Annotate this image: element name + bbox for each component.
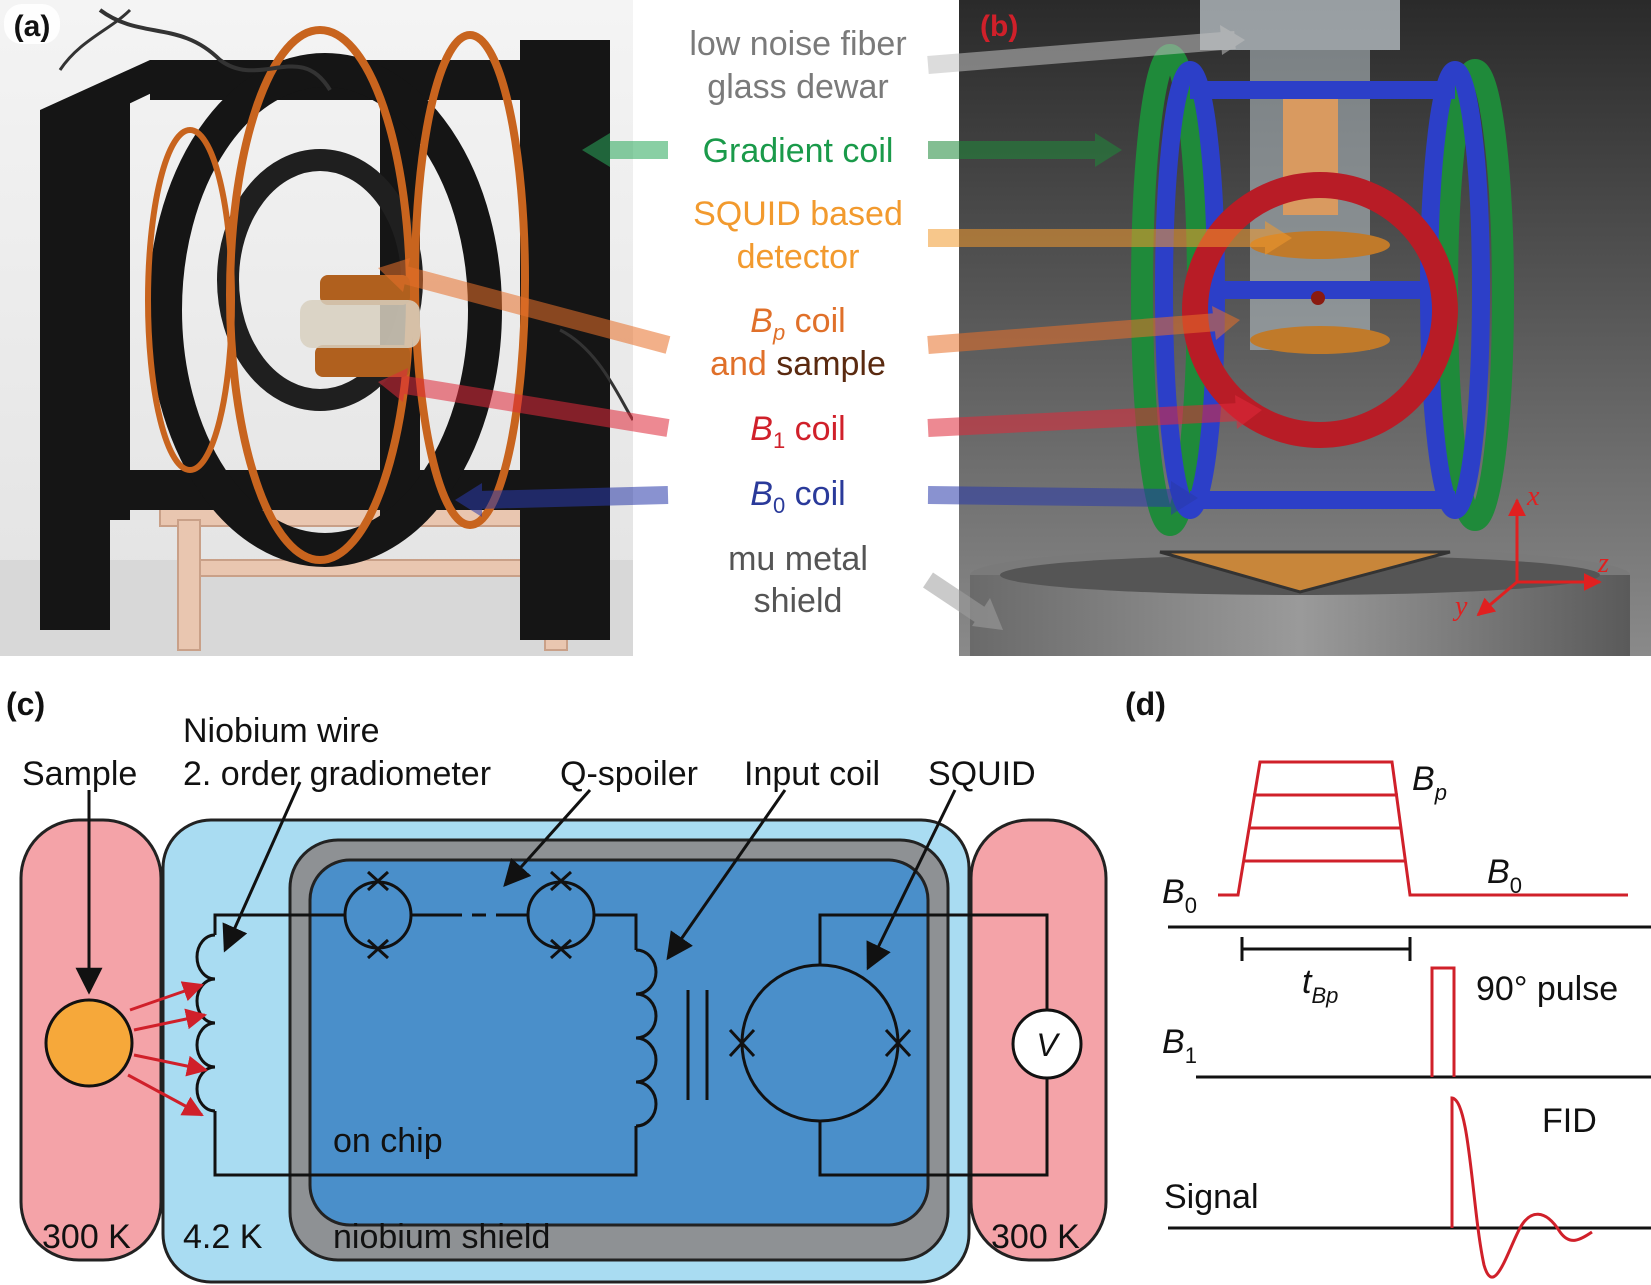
signal-label: Signal bbox=[1164, 1178, 1259, 1216]
axis-x-label: x bbox=[1526, 481, 1540, 512]
input-coil-label: Input coil bbox=[744, 755, 880, 793]
voltmeter-label: V bbox=[1036, 1027, 1060, 1063]
qspoiler-label: Q-spoiler bbox=[560, 755, 698, 793]
circuit-wires bbox=[195, 880, 1083, 1177]
dewar-label-line1: low noise fiber bbox=[689, 25, 906, 63]
temp-mid-label: 4.2 K bbox=[183, 1218, 263, 1256]
fid-label: FID bbox=[1542, 1102, 1597, 1140]
b0-coil-frame bbox=[1155, 61, 1490, 519]
b0-coil-label: B0 coil bbox=[750, 475, 845, 518]
sequence-traces bbox=[1218, 760, 1628, 1279]
and-sample-label: and sample bbox=[710, 345, 886, 383]
squid-label-line2: detector bbox=[737, 238, 860, 276]
axis-y-label: y bbox=[1452, 591, 1468, 622]
panel-label-b: (b) bbox=[980, 10, 1018, 43]
circuit-regions bbox=[19, 818, 1108, 1284]
bp-coil-label: Bp coil bbox=[750, 302, 845, 345]
b1-coil-label: B1 coil bbox=[750, 410, 845, 453]
wire-label-line1: Niobium wire bbox=[183, 712, 380, 750]
on-chip-label: on chip bbox=[333, 1122, 443, 1160]
bp-label: Bp bbox=[1412, 760, 1447, 805]
b0-left-label: B0 bbox=[1162, 873, 1197, 918]
circuit-labels: Sample Niobium wire 2. order gradiometer… bbox=[22, 712, 1080, 1256]
legend-labels: low noise fiber glass dewar Gradient coi… bbox=[689, 25, 906, 620]
tbp-label: tBp bbox=[1302, 963, 1338, 1008]
field-arrows bbox=[127, 981, 209, 1117]
svg-text:(a): (a) bbox=[14, 10, 51, 43]
b1-label: B1 bbox=[1162, 1023, 1197, 1068]
squid-label: SQUID bbox=[928, 755, 1036, 793]
axis-z-label: z bbox=[1597, 548, 1609, 579]
axis-triad bbox=[1476, 498, 1602, 617]
gradient-coil-label: Gradient coil bbox=[703, 132, 894, 170]
pointer-arrows bbox=[75, 781, 957, 995]
mu-metal-label-line2: shield bbox=[754, 582, 843, 620]
pulse-label: 90° pulse bbox=[1476, 970, 1618, 1008]
squid-label-line1: SQUID based bbox=[693, 195, 903, 233]
mu-metal-label-line1: mu metal bbox=[728, 540, 868, 578]
niobium-shield-label: niobium shield bbox=[333, 1218, 550, 1256]
photo-panel-a bbox=[0, 0, 633, 656]
render-panel-b bbox=[959, 0, 1651, 656]
panel-label-a: (a) bbox=[4, 4, 60, 44]
panel-label-d: (d) bbox=[1125, 686, 1166, 722]
temp-right-label: 300 K bbox=[991, 1218, 1080, 1256]
sample-label: Sample bbox=[22, 755, 137, 793]
sample-marker bbox=[44, 998, 134, 1088]
dewar-label-line2: glass dewar bbox=[707, 68, 888, 106]
b0-right-label: B0 bbox=[1487, 853, 1522, 898]
sequence-labels: Bp B0 B0 tBp 90° pulse B1 FID Signal bbox=[1162, 760, 1618, 1216]
wire-label-line2: 2. order gradiometer bbox=[183, 755, 491, 793]
legend-arrows bbox=[378, 25, 1292, 630]
panel-label-c: (c) bbox=[6, 686, 45, 722]
sequence-baselines bbox=[1168, 925, 1651, 1230]
josephson-junctions bbox=[366, 870, 912, 1058]
temp-left-label: 300 K bbox=[42, 1218, 131, 1256]
